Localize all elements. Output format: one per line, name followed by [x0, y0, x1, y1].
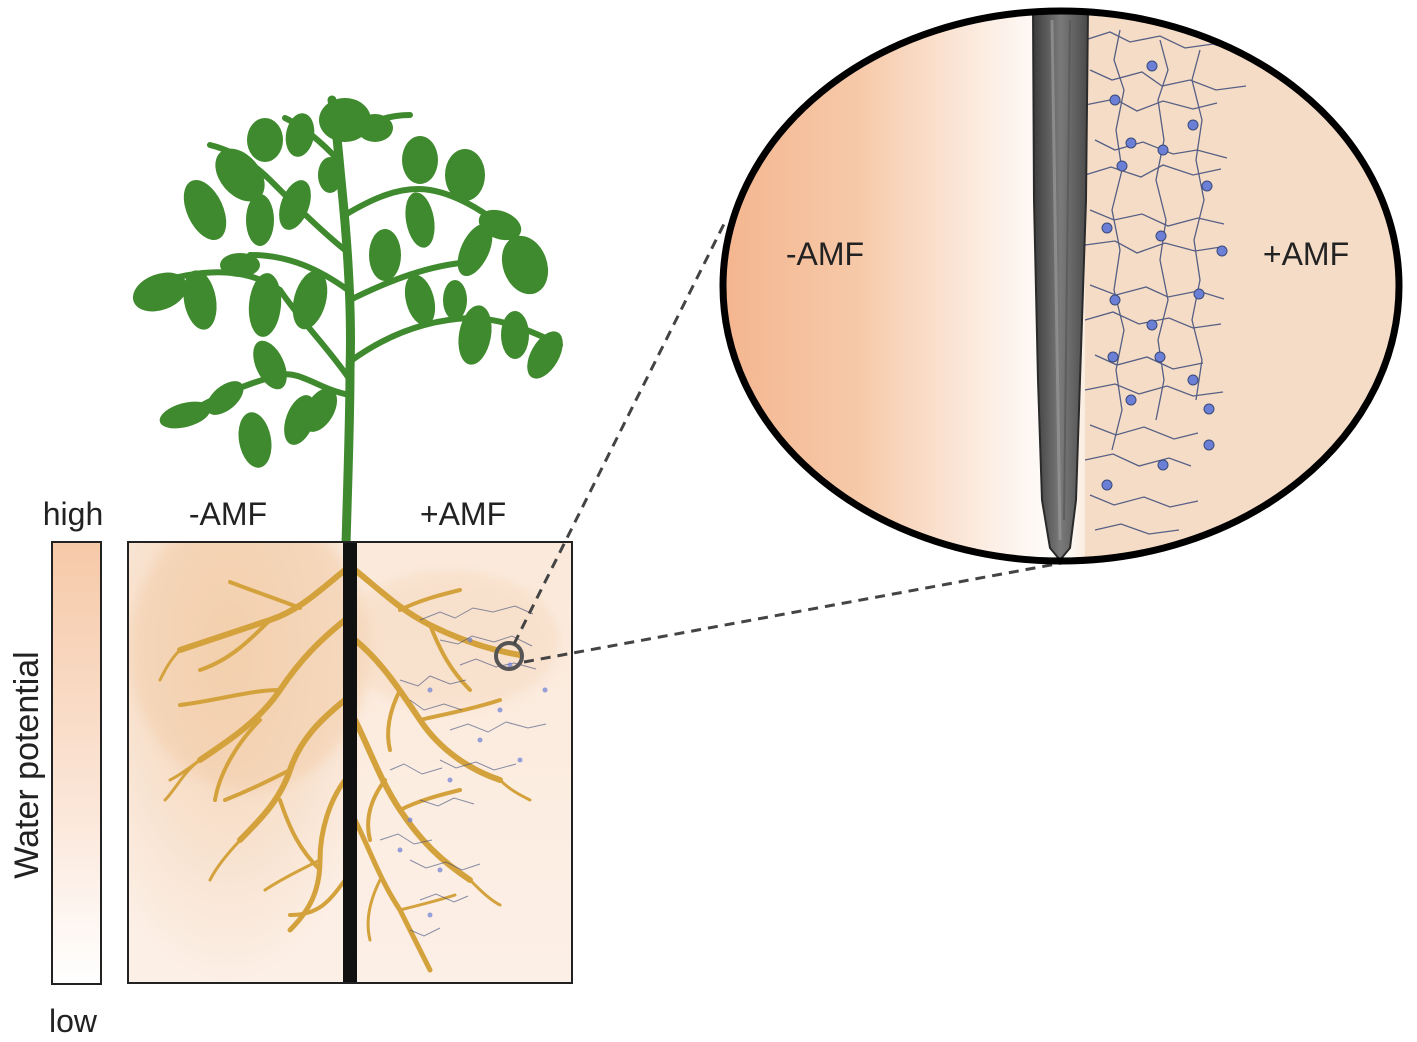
- legend-low-label: low: [49, 1003, 98, 1039]
- zoom-line-lower: [523, 558, 1079, 664]
- zoom-left-label: -AMF: [786, 236, 864, 272]
- zoom-detail: -AMF +AMF: [719, 7, 1403, 565]
- zoom-connector: [494, 221, 1079, 671]
- zoom-spores: [1101, 60, 1228, 491]
- zoom-root-tip: [1031, 11, 1090, 561]
- zoom-line-upper: [512, 221, 727, 645]
- plant-leaves: [132, 98, 563, 468]
- pot-spores: [397, 637, 548, 918]
- zoom-origin-circle: [494, 641, 524, 671]
- legend-axis-label: Water potential: [8, 651, 46, 878]
- plant-stem: [327, 95, 356, 550]
- pot-divider: [343, 542, 357, 983]
- zoom-right-label: +AMF: [1263, 236, 1349, 272]
- pot-border: [127, 541, 573, 984]
- legend-gradient-bar: [51, 541, 102, 985]
- legend-high-label: high: [43, 496, 104, 532]
- soil-pot: [127, 541, 573, 984]
- tomato-plant-shoot: [132, 95, 563, 550]
- pot-hyphae-network: [379, 605, 547, 937]
- pot-right-label: +AMF: [420, 496, 506, 532]
- zoom-ellipse-border: [719, 7, 1403, 565]
- plant-branches: [147, 112, 563, 423]
- roots-right-amf: [352, 567, 532, 973]
- pot-left-label: -AMF: [189, 496, 267, 532]
- roots-left-no-amf: [158, 567, 348, 933]
- water-potential-legend: high low Water potential: [8, 496, 103, 1039]
